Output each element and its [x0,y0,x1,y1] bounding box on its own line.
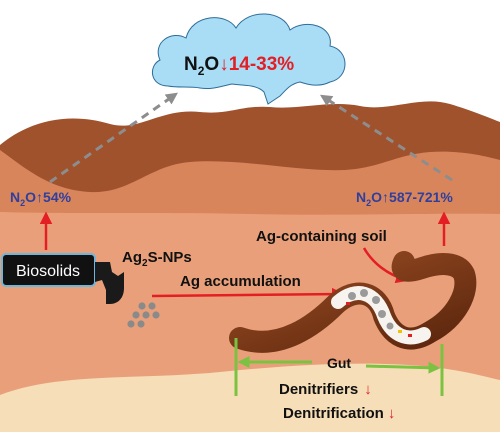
right-n-text: N [356,189,366,205]
gut-particle [360,289,368,297]
left-n-text: N [10,189,20,205]
particle-dot [132,311,140,319]
denitrification-text: Denitrification [283,405,384,422]
right-up-arrow-icon: ↑ [382,189,389,205]
particle-dot [142,311,150,319]
cloud-sub-text: 2 [198,64,205,78]
particle-dot [152,311,160,319]
ag-sub-text: 2 [142,258,148,269]
denitrification-down-arrow-icon: ↓ [388,405,396,422]
left-value-text: 54% [43,189,72,205]
right-value-text: 587-721% [389,189,453,205]
gut-particle [348,292,356,300]
denitrifiers-text: Denitrifiers [279,381,358,398]
right-o-text: O [371,189,382,205]
gut-label: Gut [327,355,351,371]
biosolids-label: Biosolids [16,263,80,280]
cloud-value-text: 14-33% [229,54,295,75]
denitrifiers-down-arrow-icon: ↓ [364,381,372,398]
gut-microbe [408,334,412,337]
gut-particle [386,322,394,330]
sand-layer [0,363,500,432]
ag-accumulation-label: Ag accumulation [180,273,301,290]
left-o-text: O [25,189,36,205]
right-n2o-increase: N2O↑587-721% [356,189,453,208]
particle-dot [137,320,145,328]
right-dashed-arrow [319,94,453,182]
denitrifiers-label: Denitrifiers ↓ [279,381,372,398]
cloud-o-text: O [204,54,219,75]
left-up-arrow-icon: ↑ [36,189,43,205]
left-n2o-increase: N2O↑54% [10,189,72,208]
cloud-n2o-reduction: N2O↓14-33% [184,54,294,78]
gut-particle [378,310,386,318]
ag-text: Ag [122,249,142,266]
gut-microbe [346,302,350,305]
applicator-icon [95,262,124,304]
particle-dot [127,320,135,328]
ag-containing-soil-label: Ag-containing soil [256,228,387,245]
particle-dot [148,302,156,310]
cloud-shape [152,13,346,105]
gut-microbe [398,330,402,333]
gut-right-arrow [365,361,441,374]
snps-text: S-NPs [148,249,192,266]
denitrification-label: Denitrification↓ [283,405,395,422]
particle-dot [138,302,146,310]
cloud-down-arrow-icon: ↓ [219,54,229,75]
left-sub-text: 2 [20,198,25,208]
right-sub-text: 2 [366,198,371,208]
ag2s-nps-label: Ag2S-NPs [122,249,192,269]
cloud-n-text: N [184,54,198,75]
accumulation-arrow [151,287,345,301]
left-dashed-arrow [49,92,178,184]
gut-particle [372,296,380,304]
